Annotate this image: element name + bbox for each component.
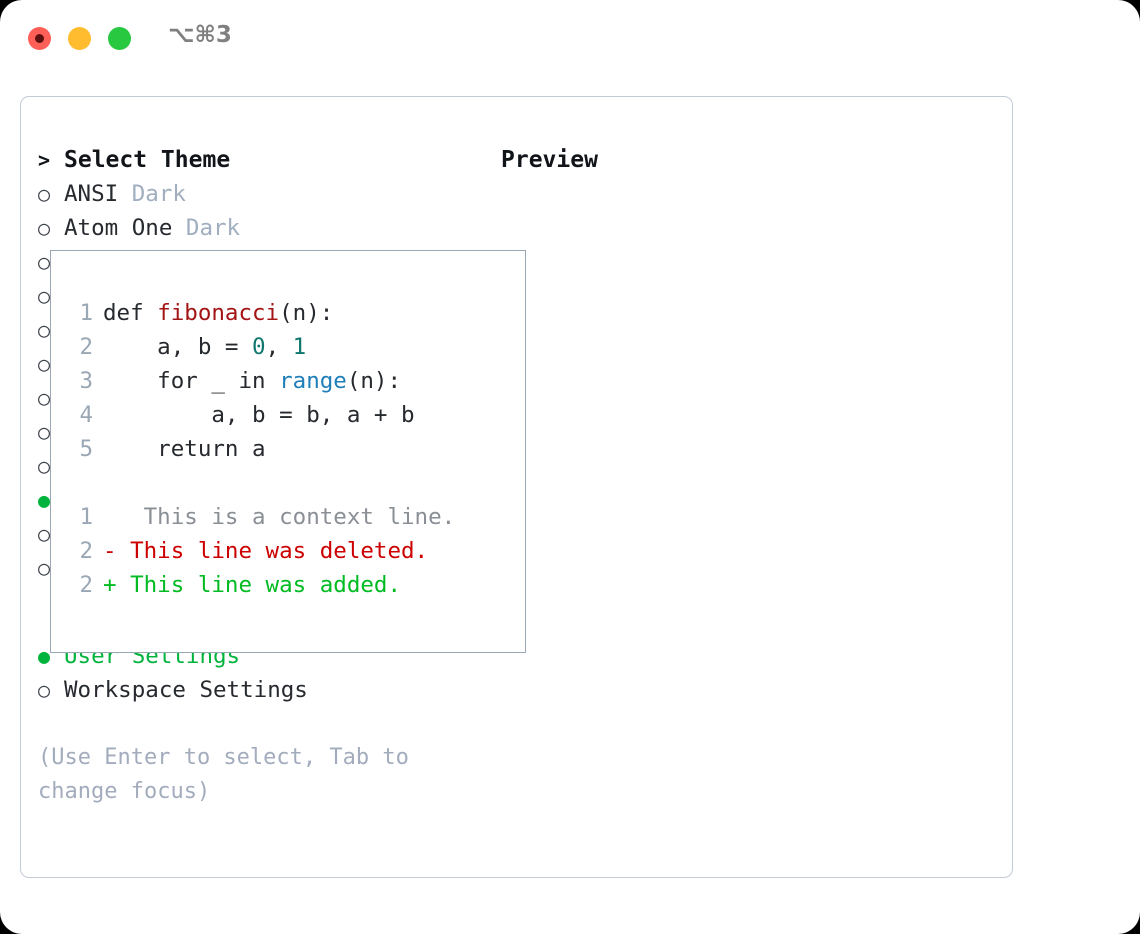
line-number: 1 [79, 300, 93, 326]
theme-selector-panel: >Select Theme ○ANSI Dark○Atom One Dark○A… [20, 96, 1013, 878]
code-token: range [279, 368, 347, 394]
radio-unselected-icon: ○ [38, 454, 51, 478]
line-number: 3 [79, 368, 93, 394]
diff-line: 1 This is a context line. [71, 500, 455, 534]
radio-unselected-icon: ○ [38, 420, 51, 444]
line-number: 2 [79, 538, 93, 564]
line-number: 1 [79, 504, 93, 530]
radio-unselected-icon: ○ [38, 284, 51, 308]
keyboard-shortcut-label: ⌥⌘3 [168, 22, 232, 48]
theme-variant-tag: Dark [185, 215, 241, 241]
line-number: 4 [79, 402, 93, 428]
radio-unselected-icon: ○ [38, 318, 51, 342]
line-number: 2 [79, 572, 93, 598]
code-token: for _ in [103, 368, 280, 394]
line-number: 5 [79, 436, 93, 462]
minimize-window-button[interactable] [68, 27, 91, 50]
code-line: 3 for _ in range(n): [71, 364, 455, 398]
radio-selected-icon: ● [38, 488, 51, 512]
apply-to-label: Workspace Settings [64, 677, 308, 703]
radio-unselected-icon: ○ [38, 250, 51, 274]
diff-sign [103, 504, 117, 530]
prompt-caret-icon: > [38, 148, 51, 172]
code-token: 0 [252, 334, 266, 360]
diff-sign: + [103, 572, 117, 598]
radio-unselected-icon: ○ [38, 386, 51, 410]
radio-unselected-icon: ○ [38, 556, 51, 580]
code-token: (n): [346, 368, 402, 394]
radio-selected-icon: ● [38, 644, 51, 668]
space [118, 181, 132, 207]
theme-name: ANSI [64, 181, 119, 207]
radio-unselected-icon: ○ [38, 522, 51, 546]
code-token: return a [103, 436, 266, 462]
code-token: a, b = b, a + b [103, 402, 415, 428]
code-line: 4 a, b = b, a + b [71, 398, 455, 432]
space [172, 215, 186, 241]
radio-unselected-icon: ○ [38, 182, 51, 206]
theme-list-item[interactable]: ○ Atom One Dark [38, 215, 498, 249]
radio-unselected-icon: ○ [38, 678, 51, 702]
theme-list-item[interactable]: ○ ANSI Dark [38, 181, 498, 215]
code-line: 5 return a [71, 432, 455, 466]
diff-sign: - [103, 538, 117, 564]
code-line: 1 def fibonacci(n): [71, 296, 455, 330]
diff-text: This line was deleted. [116, 538, 429, 564]
keyboard-hint: (Use Enter to select, Tab to change focu… [38, 745, 423, 804]
code-token: fibonacci [157, 300, 280, 326]
line-number: 2 [79, 334, 93, 360]
code-token: a, b = [103, 334, 253, 360]
close-window-button[interactable] [28, 27, 51, 50]
select-theme-title: Select Theme [64, 147, 231, 173]
code-token: def [103, 300, 158, 326]
preview-column: Preview [501, 147, 1001, 173]
code-token: (n): [279, 300, 334, 326]
diff-line: 2 + This line was added. [71, 568, 455, 602]
apply-to-list: ●User Settings○Workspace Settings [38, 643, 498, 711]
radio-unselected-icon: ○ [38, 352, 51, 376]
title-bar: ⌥⌘3 [0, 0, 1140, 78]
diff-line: 2- This line was deleted. [71, 534, 455, 568]
diff-text: This is a context line. [116, 504, 456, 530]
select-theme-header: > Select Theme [38, 147, 498, 181]
theme-variant-tag: Dark [131, 181, 186, 207]
preview-title: Preview [501, 147, 598, 173]
code-token: 1 [292, 334, 307, 360]
theme-name: Atom One [64, 215, 173, 241]
code-token: , [265, 334, 293, 360]
radio-unselected-icon: ○ [38, 216, 51, 240]
diff-text: This line was added. [116, 572, 402, 598]
code-line: 2 a, b = 0, 1 [71, 330, 455, 364]
maximize-window-button[interactable] [108, 27, 131, 50]
code-gap [71, 466, 455, 500]
apply-to-item[interactable]: ○ Workspace Settings [38, 677, 498, 711]
